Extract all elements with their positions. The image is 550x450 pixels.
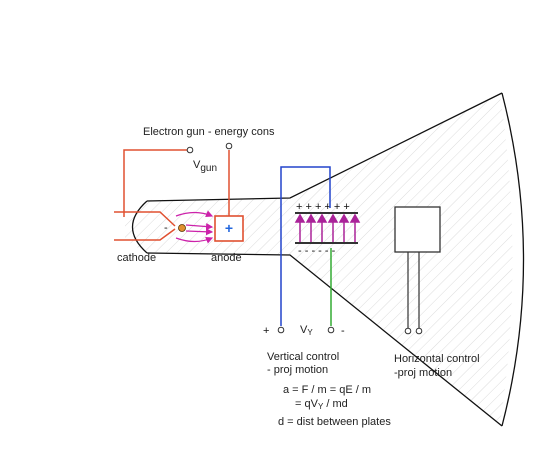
tube-interior-hatching	[125, 95, 513, 425]
vy-minus-label: -	[341, 325, 345, 337]
cathode-label: cathode	[117, 252, 156, 264]
horizontal-terminal-right[interactable]	[415, 327, 423, 335]
equation-line-3: d = dist between plates	[278, 416, 391, 428]
upper-plate-charges: + + + + + +	[296, 201, 350, 213]
electron-beam-gun	[175, 210, 214, 244]
vgun-terminal-left[interactable]	[186, 146, 194, 154]
equation-line-1: a = F / m = qE / m	[283, 384, 371, 396]
vy-terminal-plus[interactable]	[277, 326, 285, 334]
anode-sign: +	[225, 220, 233, 236]
vertical-control-label-1: Vertical control	[267, 351, 339, 363]
equation-line-2b: / md	[323, 398, 347, 410]
vy-label: VY	[300, 324, 313, 337]
anode-label: anode	[211, 252, 242, 264]
cathode-sign: -	[164, 222, 168, 234]
electric-field-arrows	[294, 213, 361, 242]
vy-label-main: V	[300, 324, 308, 336]
electron-gun-wires	[114, 149, 230, 241]
equation-line-2: = qVY / md	[295, 398, 348, 411]
electron-gun-label: Electron gun - energy cons	[143, 126, 275, 138]
vy-label-sub: Y	[307, 328, 313, 337]
equation-line-2a: = qV	[295, 398, 319, 410]
tube-outline-bottom	[146, 252, 503, 427]
vgun-label-main: V	[193, 159, 201, 171]
lower-plate-charges: - - - - - -	[298, 245, 336, 257]
equation-line-2-sub: Y	[318, 402, 324, 411]
tube-outline	[146, 92, 503, 202]
anode-box	[214, 215, 244, 242]
vertical-control-wire-blue	[280, 166, 331, 326]
vgun-terminal-right[interactable]	[225, 142, 233, 150]
horizontal-control-label-1: Horizontal control	[394, 353, 480, 365]
horizontal-terminal-left[interactable]	[404, 327, 412, 335]
cathode-filament	[178, 224, 186, 232]
tube-screen	[501, 92, 525, 427]
vy-terminal-minus[interactable]	[327, 326, 335, 334]
horizontal-control-label-2: -proj motion	[394, 367, 452, 379]
vertical-control-label-2: - proj motion	[267, 364, 328, 376]
vgun-label-sub: gun	[200, 163, 217, 174]
horizontal-plate-box	[394, 206, 441, 253]
tube-neck-back	[132, 200, 148, 254]
vgun-label: Vgun	[193, 159, 217, 174]
vy-plus-label: +	[263, 325, 269, 337]
